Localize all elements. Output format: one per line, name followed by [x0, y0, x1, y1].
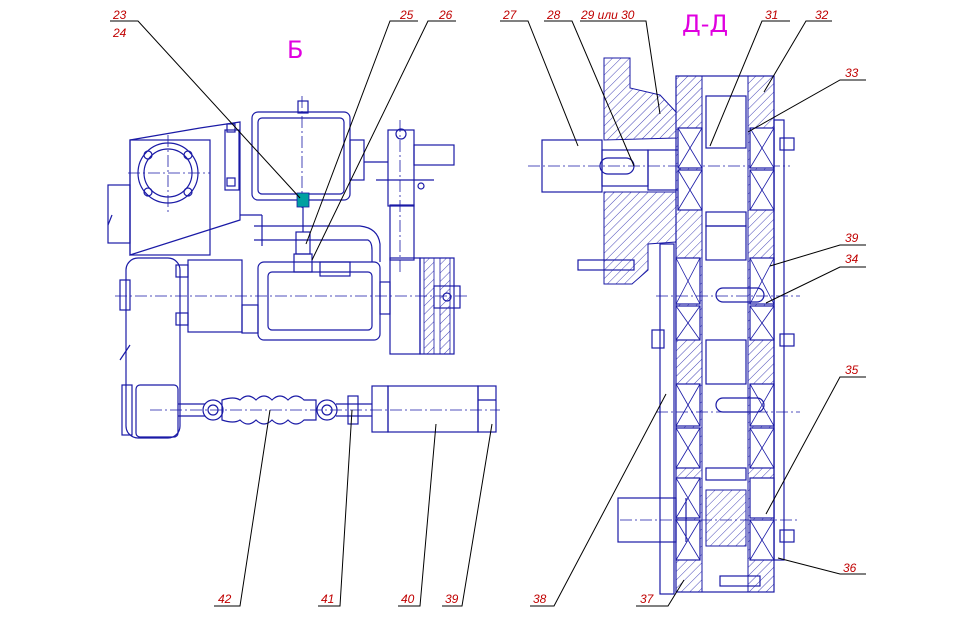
right-arm	[364, 120, 455, 275]
callout-25: 25	[399, 8, 414, 22]
view-title-b: Б	[287, 36, 303, 64]
callout-27: 27	[502, 8, 518, 22]
motor-bracket	[107, 121, 241, 256]
callout-34: 34	[845, 252, 859, 266]
upper-motor	[240, 96, 381, 273]
callout-26: 26	[438, 8, 453, 22]
lower-drive	[115, 257, 470, 439]
side-plates	[617, 119, 795, 595]
callout-41: 41	[321, 592, 334, 606]
callout-36: 36	[843, 561, 857, 575]
view-b-drawing	[107, 96, 500, 439]
callout-39-upper: 39	[845, 231, 859, 245]
callout-32: 32	[815, 8, 829, 22]
view-title-dd: Д-Д	[682, 10, 728, 38]
gear-casing	[620, 75, 800, 593]
input-shaft	[528, 57, 790, 285]
linkage-rod	[135, 384, 500, 438]
callout-24: 24	[112, 26, 127, 40]
callout-28: 28	[546, 8, 561, 22]
callout-42: 42	[218, 592, 232, 606]
callout-33: 33	[845, 66, 859, 80]
callout-labels: 23 24 25 26 27 28 29 или 30 31 32 33 39 …	[112, 8, 859, 606]
leader-lines	[110, 20, 866, 607]
callout-37: 37	[640, 592, 655, 606]
callout-23: 23	[112, 8, 127, 22]
callout-38: 38	[533, 592, 547, 606]
callout-40: 40	[401, 592, 415, 606]
callout-39-lower: 39	[445, 592, 459, 606]
callout-31: 31	[765, 8, 778, 22]
callout-29-or-30: 29 или 30	[580, 8, 635, 22]
callout-35: 35	[845, 363, 859, 377]
view-dd-drawing	[528, 57, 800, 595]
